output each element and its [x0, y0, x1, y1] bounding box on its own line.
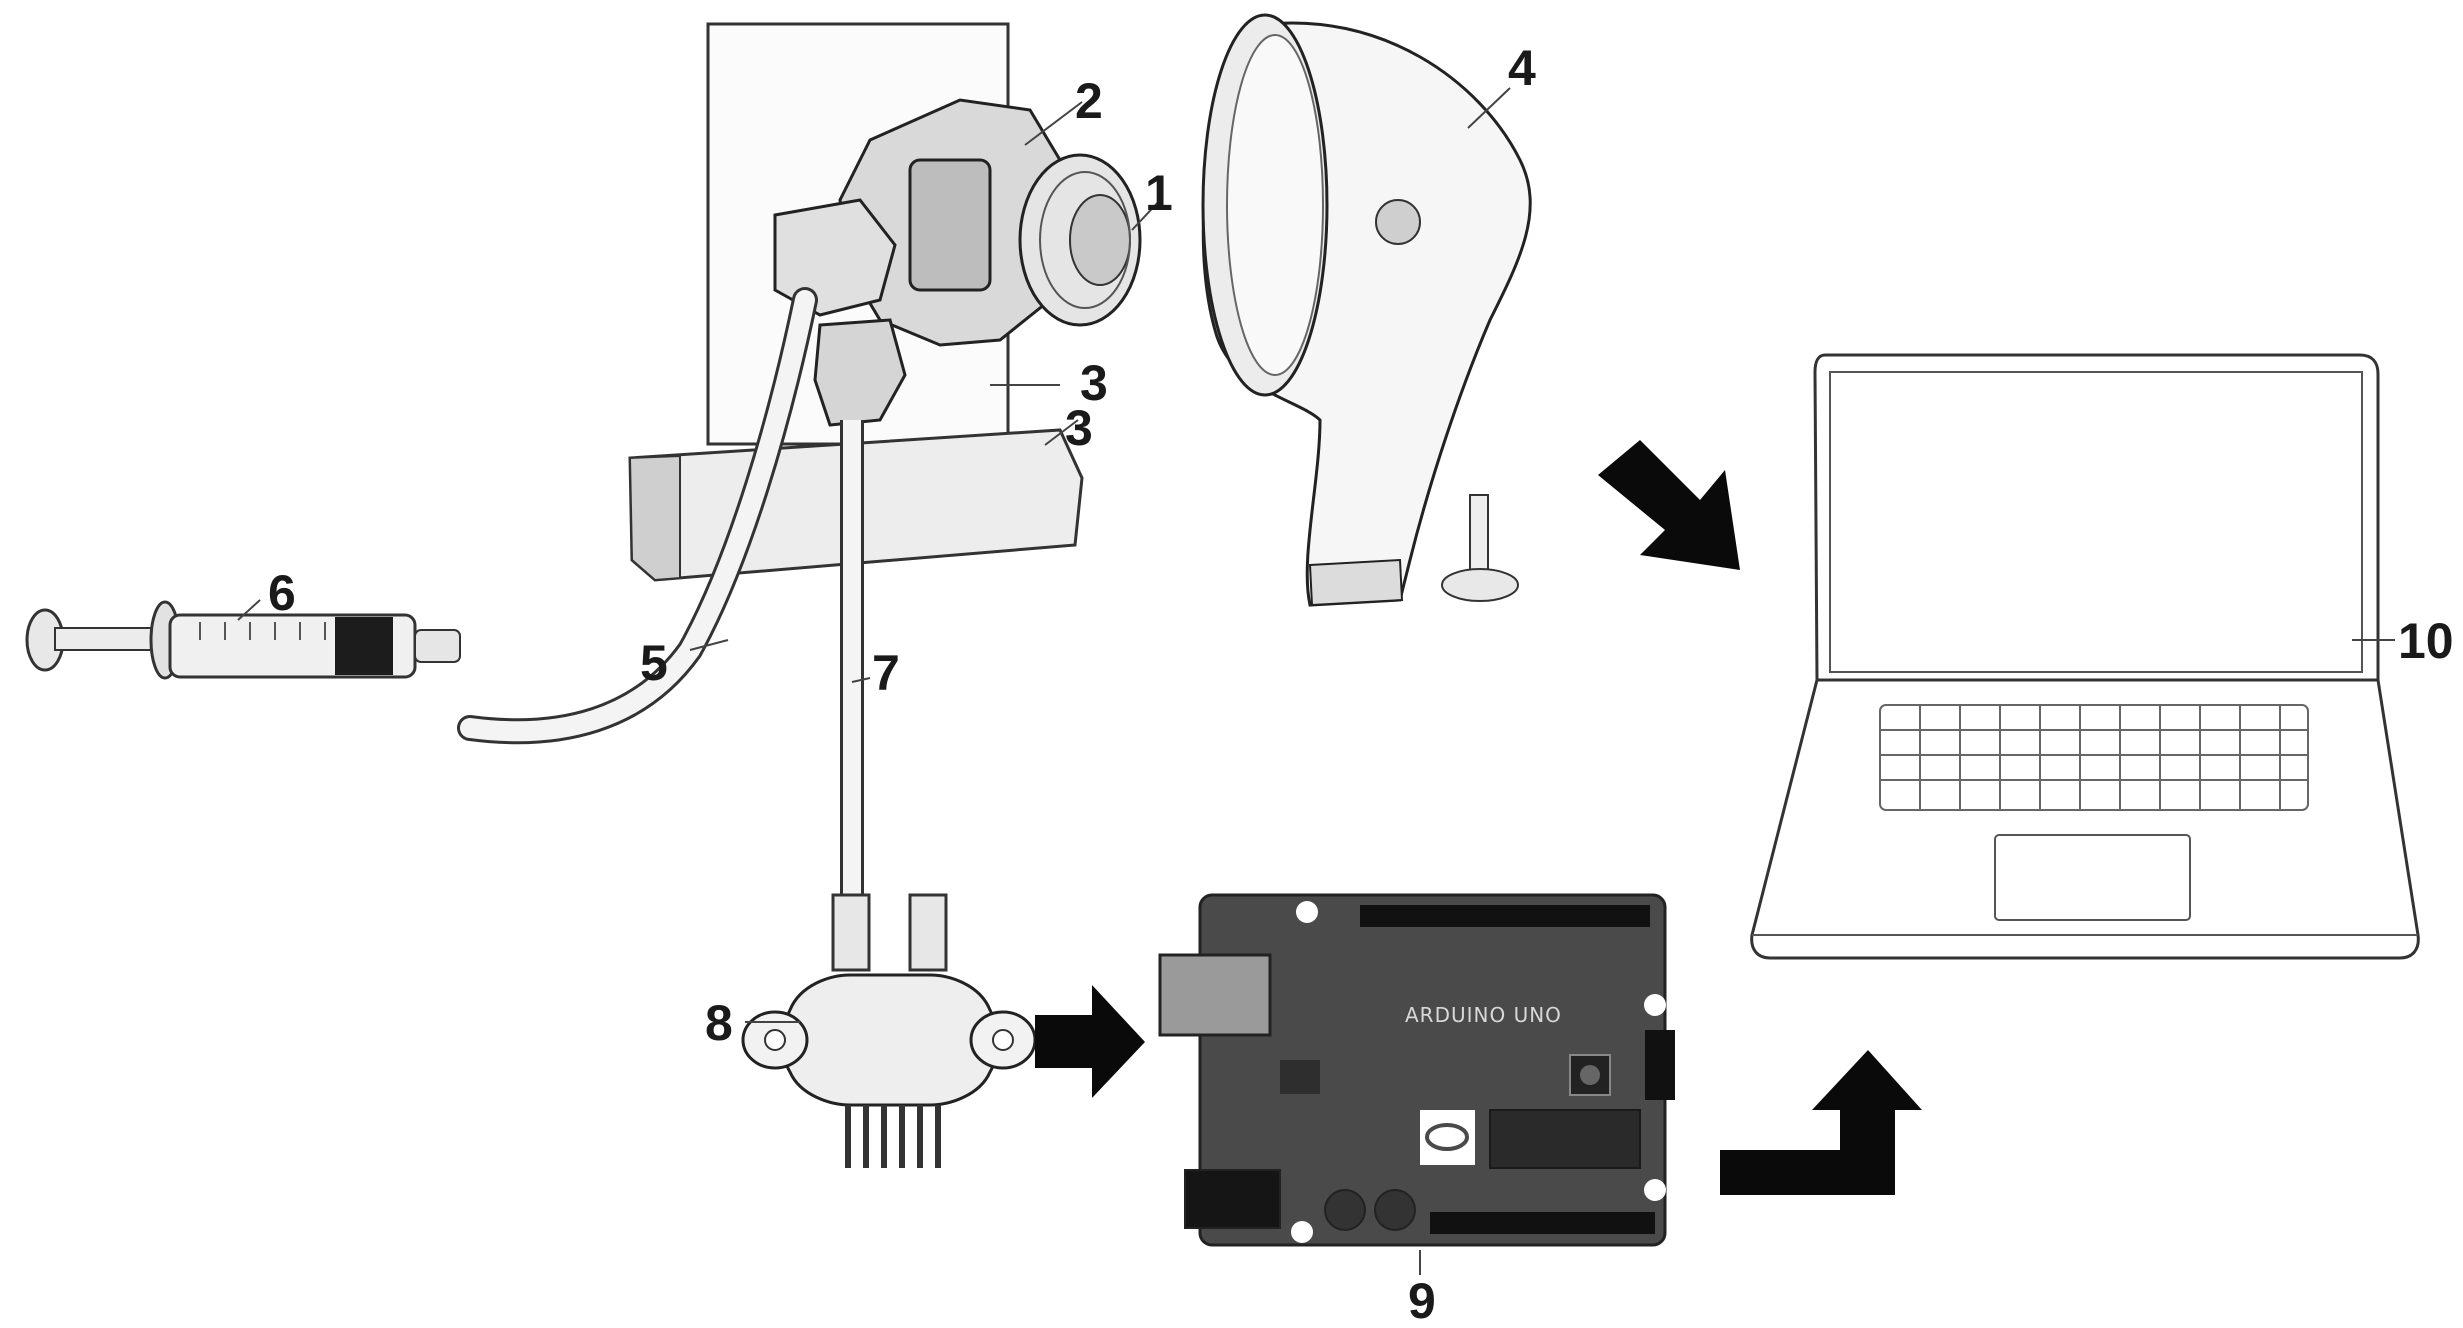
callout-9: 9 — [1408, 1273, 1436, 1328]
laptop-screen — [1829, 371, 2363, 673]
arrow-icon-sensor-to-board — [1035, 985, 1145, 1098]
probe-face-inner — [1226, 34, 1324, 376]
syringe-plunger-seal — [335, 617, 393, 675]
arrow-icon-board-to-laptop — [1720, 1050, 1922, 1195]
callout-1: 1 — [1145, 165, 1173, 221]
heart-chamber — [908, 158, 992, 292]
sensor-body — [781, 973, 999, 1107]
inlet-connector — [773, 198, 897, 317]
syringe-tip — [414, 629, 461, 663]
sensor-pins — [845, 1105, 941, 1168]
board-capacitor-2 — [1374, 1189, 1416, 1231]
probe-bottom — [1308, 558, 1404, 607]
board-mount-hole-2 — [1644, 994, 1666, 1016]
valve-dome-inner — [1069, 194, 1131, 286]
outlet-connector — [813, 318, 907, 427]
callout-6: 6 — [268, 565, 296, 621]
board-mount-hole-4 — [1291, 1221, 1313, 1243]
callout-2: 2 — [1075, 73, 1103, 129]
board-header-top — [1360, 905, 1650, 927]
callout-3-b: 3 — [1065, 400, 1093, 456]
sensor-port-right — [908, 893, 948, 972]
syringe-graduations — [199, 622, 326, 640]
probe-stand — [1441, 494, 1519, 602]
leader-lines — [237, 87, 2395, 1275]
ultrasound-probe-icon — [1201, 13, 1532, 607]
callout-5: 5 — [640, 635, 668, 691]
inlet-tube-inner — [460, 290, 815, 742]
callout-7: 7 — [872, 645, 900, 701]
syringe-plunger-rod — [54, 627, 166, 651]
callout-10: 10 — [2398, 613, 2454, 669]
heart-model-icon — [773, 98, 1142, 427]
board-power-jack — [1184, 1169, 1281, 1229]
pressure-sensor-icon — [741, 893, 1037, 1168]
callout-3-a: 3 — [1080, 355, 1108, 411]
board-mount-hole-3 — [1644, 1179, 1666, 1201]
callout-4: 4 — [1508, 40, 1536, 96]
board-chip — [1489, 1109, 1641, 1169]
board-small-chip — [1280, 1060, 1320, 1094]
laptop-icon — [1750, 353, 2420, 960]
laptop-trackpad — [1994, 834, 2191, 921]
arduino-board-icon: ARDUINO UNO — [1158, 893, 1675, 1247]
board-header-side — [1645, 1030, 1675, 1100]
board-label: ARDUINO UNO — [1405, 1003, 1562, 1027]
arrow-icon-probe-to-laptop — [1598, 440, 1740, 570]
board-logo-mark — [1425, 1123, 1469, 1151]
board-capacitor-1 — [1324, 1189, 1366, 1231]
board-header-bottom — [1430, 1212, 1655, 1234]
base-block-side — [628, 454, 681, 582]
sensor-port-left — [831, 893, 871, 972]
callout-8: 8 — [705, 995, 733, 1051]
valve-dome-ring — [1039, 171, 1131, 309]
board-mount-hole-1 — [1296, 901, 1318, 923]
probe-logo — [1375, 199, 1421, 245]
laptop-keyboard — [1879, 704, 2309, 811]
board-usb-port — [1158, 953, 1272, 1037]
syringe-icon — [25, 600, 461, 680]
